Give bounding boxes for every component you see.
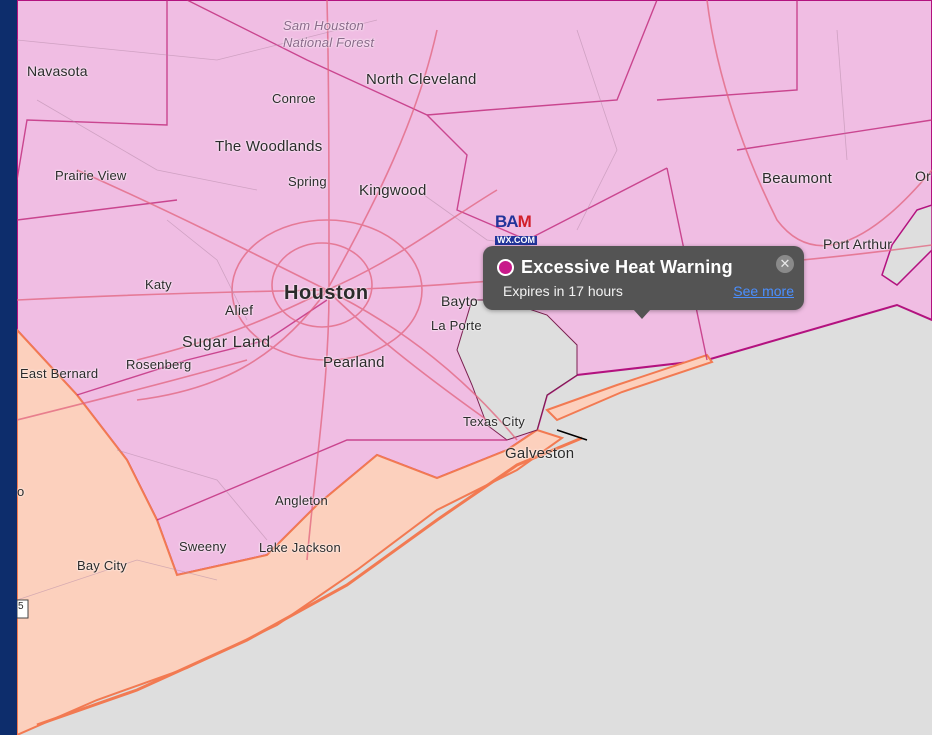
logo-domain: WX.COM bbox=[495, 235, 537, 245]
place-prairie-view: Prairie View bbox=[55, 168, 127, 183]
place-east-bernard: East Bernard bbox=[20, 366, 99, 381]
place-orange-partial: Or bbox=[915, 168, 931, 184]
place-la-porte: La Porte bbox=[431, 318, 482, 333]
place-bay-city: Bay City bbox=[77, 558, 128, 573]
place-katy: Katy bbox=[145, 277, 172, 292]
place-sam-houston-forest: Sam Houston National Forest bbox=[283, 17, 374, 51]
place-alief: Alief bbox=[225, 302, 254, 318]
place-texas-city: Texas City bbox=[463, 414, 525, 429]
place-the-woodlands: The Woodlands bbox=[215, 138, 323, 155]
place-edge-o: o bbox=[17, 484, 25, 499]
place-galveston: Galveston bbox=[505, 445, 575, 462]
place-rosenberg: Rosenberg bbox=[126, 357, 192, 372]
alert-color-dot bbox=[497, 259, 514, 276]
route-shield bbox=[17, 599, 29, 619]
alert-expiry: Expires in 17 hours bbox=[503, 283, 623, 299]
forest-label-line-2: National Forest bbox=[283, 35, 375, 50]
place-lake-jackson: Lake Jackson bbox=[259, 540, 341, 555]
close-icon[interactable]: ✕ bbox=[776, 255, 794, 273]
see-more-link[interactable]: See more bbox=[733, 283, 794, 299]
sabine-lake bbox=[881, 204, 932, 286]
place-conroe: Conroe bbox=[272, 91, 316, 106]
place-sugar-land: Sugar Land bbox=[182, 334, 271, 351]
coastal-strip bbox=[545, 353, 714, 422]
place-north-cleveland: North Cleveland bbox=[366, 71, 477, 88]
coastline bbox=[36, 436, 583, 727]
roads bbox=[17, 0, 932, 561]
forest-label-line-1: Sam Houston bbox=[283, 18, 364, 33]
alert-popup[interactable]: Excessive Heat Warning ✕ Expires in 17 h… bbox=[483, 246, 804, 319]
place-spring: Spring bbox=[288, 174, 327, 189]
place-kingwood: Kingwood bbox=[359, 182, 427, 199]
place-beaumont: Beaumont bbox=[762, 170, 832, 187]
bam-wx-logo: BAM WX.COM Weather Made Simple bbox=[495, 212, 557, 253]
place-sweeny: Sweeny bbox=[179, 539, 227, 554]
place-port-arthur: Port Arthur bbox=[823, 236, 893, 252]
place-baytown-partial: Bayto bbox=[441, 293, 478, 309]
place-navasota: Navasota bbox=[27, 63, 88, 79]
route-shield-number: 5 bbox=[18, 601, 24, 612]
jetty bbox=[556, 429, 588, 441]
alert-title: Excessive Heat Warning bbox=[521, 257, 733, 277]
place-angleton: Angleton bbox=[275, 493, 328, 508]
weather-map[interactable]: Sam Houston National Forest Navasota Nor… bbox=[17, 0, 932, 735]
place-pearland: Pearland bbox=[323, 354, 385, 371]
place-houston: Houston bbox=[284, 282, 369, 304]
galveston-bay bbox=[456, 299, 578, 441]
popup-pointer bbox=[633, 309, 651, 319]
logo-wordmark: BAM bbox=[495, 212, 532, 231]
map-layers bbox=[17, 0, 932, 735]
